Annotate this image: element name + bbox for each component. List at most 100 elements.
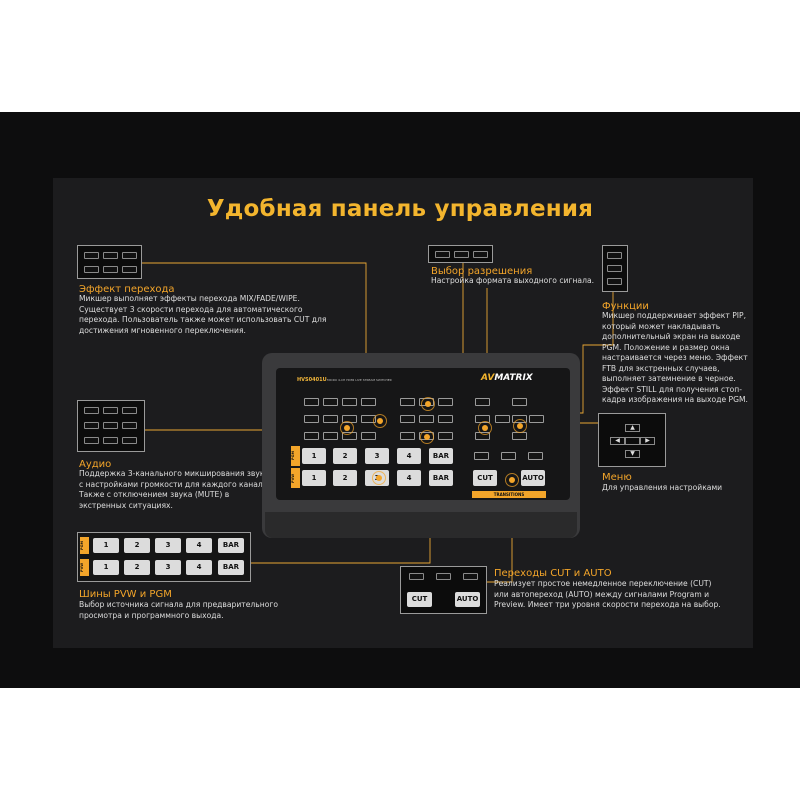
- dev-pgm-3[interactable]: 3: [365, 448, 389, 464]
- thumb-pvw-bar: BAR: [218, 560, 244, 575]
- transition-heading: Эффект перехода: [79, 284, 175, 295]
- cut-speed-1: [409, 573, 424, 580]
- speed2-mini-button: [103, 266, 118, 273]
- transitions-label: TRANSITIONS: [472, 491, 546, 498]
- dev-btn-e2[interactable]: [419, 415, 434, 423]
- menu-thumbnail: ▲ ◀ ▶ ▼: [598, 413, 666, 467]
- mix-mini-button: [84, 252, 99, 259]
- device-model-sub: MICRO 4-CH HDMI LIVE STREAM SWITCHER: [327, 378, 392, 382]
- marker-transition: [373, 414, 387, 428]
- dev-pgm-2[interactable]: 2: [333, 448, 357, 464]
- resolution-heading: Выбор разрешения: [431, 266, 533, 277]
- dev-menu-right[interactable]: [529, 415, 544, 423]
- res3-mini-button: [473, 251, 488, 258]
- menu-up-icon: ▲: [625, 424, 640, 432]
- dev-pvw-bar[interactable]: BAR: [429, 470, 453, 486]
- speed1-mini-button: [84, 266, 99, 273]
- marker-resolution: [421, 397, 435, 411]
- audio-mini-2: [103, 407, 118, 414]
- pip-mini-button: [607, 252, 622, 259]
- audio-mini-1: [84, 407, 99, 414]
- dev-pvw-1[interactable]: 1: [302, 470, 326, 486]
- audio-mini-5: [103, 422, 118, 429]
- page-title: Удобная панель управления: [206, 196, 594, 222]
- transition-thumbnail: [77, 245, 142, 279]
- brand-right: MATRIX: [494, 373, 533, 383]
- thumb-pgm-bar: BAR: [218, 538, 244, 553]
- dev-pgm-1[interactable]: 1: [302, 448, 326, 464]
- resolution-thumbnail: [428, 245, 493, 263]
- thumb-pgm-4: 4: [186, 538, 212, 553]
- functions-text: Микшер поддерживает эффект PIP, который …: [602, 311, 748, 404]
- dev-btn-a3[interactable]: [342, 398, 357, 406]
- dev-speed-2[interactable]: [501, 452, 516, 460]
- speed3-mini-button: [122, 266, 137, 273]
- audio-text: Поддержка 3-канального микширования звук…: [79, 469, 270, 510]
- transition-text: Микшер выполняет эффекты перехода MIX/FA…: [79, 294, 327, 335]
- thumb-auto-button: AUTO: [455, 592, 480, 607]
- pgm-row-label: PGM: [80, 537, 89, 554]
- dev-pvw-label: PVW: [291, 468, 300, 488]
- menu-heading: Меню: [602, 472, 632, 483]
- dev-menu-left[interactable]: [495, 415, 510, 423]
- dev-speed-3[interactable]: [528, 452, 543, 460]
- thumb-pvw-1: 1: [93, 560, 119, 575]
- cut-speed-3: [463, 573, 478, 580]
- dev-btn-a1[interactable]: [304, 398, 319, 406]
- dev-menu-down[interactable]: [512, 432, 527, 440]
- switcher-device-base: [265, 512, 577, 538]
- dev-pip-button[interactable]: [475, 398, 490, 406]
- marker-audio-2: [420, 430, 434, 444]
- dev-btn-c1[interactable]: [304, 432, 319, 440]
- thumb-pgm-2: 2: [124, 538, 150, 553]
- dev-btn-b2[interactable]: [323, 415, 338, 423]
- audio-heading: Аудио: [79, 459, 112, 470]
- dev-speed-1[interactable]: [474, 452, 489, 460]
- dev-auto-button[interactable]: AUTO: [521, 470, 545, 486]
- menu-text: Для управления настройками: [602, 483, 723, 492]
- functions-heading: Функции: [602, 301, 649, 312]
- marker-cut-auto: [505, 473, 519, 487]
- audio-thumbnail: [77, 400, 145, 452]
- dev-btn-c2[interactable]: [323, 432, 338, 440]
- thumb-pgm-1: 1: [93, 538, 119, 553]
- thumb-pvw-3: 3: [155, 560, 181, 575]
- res1-mini-button: [435, 251, 450, 258]
- menu-left-icon: ◀: [610, 437, 625, 445]
- dev-btn-d3[interactable]: [438, 398, 453, 406]
- dev-btn-c4[interactable]: [361, 432, 376, 440]
- dev-btn-e1[interactable]: [400, 415, 415, 423]
- cut-speed-2: [436, 573, 451, 580]
- thumb-pvw-4: 4: [186, 560, 212, 575]
- functions-thumbnail: [602, 245, 628, 292]
- audio-mini-6: [122, 422, 137, 429]
- still-mini-button: [607, 278, 622, 285]
- fade-mini-button: [103, 252, 118, 259]
- dev-pgm-label: PGM: [291, 446, 300, 466]
- dev-btn-b1[interactable]: [304, 415, 319, 423]
- dev-btn-a4[interactable]: [361, 398, 376, 406]
- marker-menu: [513, 419, 527, 433]
- audio-mini-4: [84, 422, 99, 429]
- thumb-cut-button: CUT: [407, 592, 432, 607]
- device-model: HVS0401U: [297, 377, 327, 383]
- buses-heading: Шины PVW и PGM: [79, 589, 172, 600]
- dev-pvw-4[interactable]: 4: [397, 470, 421, 486]
- audio-mini-9: [122, 437, 137, 444]
- menu-down-icon: ▼: [625, 450, 640, 458]
- dev-pgm-4[interactable]: 4: [397, 448, 421, 464]
- dev-cut-button[interactable]: CUT: [473, 470, 497, 486]
- device-brand-logo: AVMATRIX: [481, 373, 533, 383]
- buses-text: Выбор источника сигнала для предваритель…: [79, 600, 278, 620]
- thumb-pvw-2: 2: [124, 560, 150, 575]
- dev-btn-e3[interactable]: [438, 415, 453, 423]
- dev-btn-f1[interactable]: [400, 432, 415, 440]
- dev-menu-up[interactable]: [512, 398, 527, 406]
- dev-btn-f3[interactable]: [438, 432, 453, 440]
- dev-btn-d1[interactable]: [400, 398, 415, 406]
- dev-pgm-bar[interactable]: BAR: [429, 448, 453, 464]
- ftb-mini-button: [607, 265, 622, 272]
- dev-pvw-2[interactable]: 2: [333, 470, 357, 486]
- wipe-mini-button: [122, 252, 137, 259]
- dev-btn-a2[interactable]: [323, 398, 338, 406]
